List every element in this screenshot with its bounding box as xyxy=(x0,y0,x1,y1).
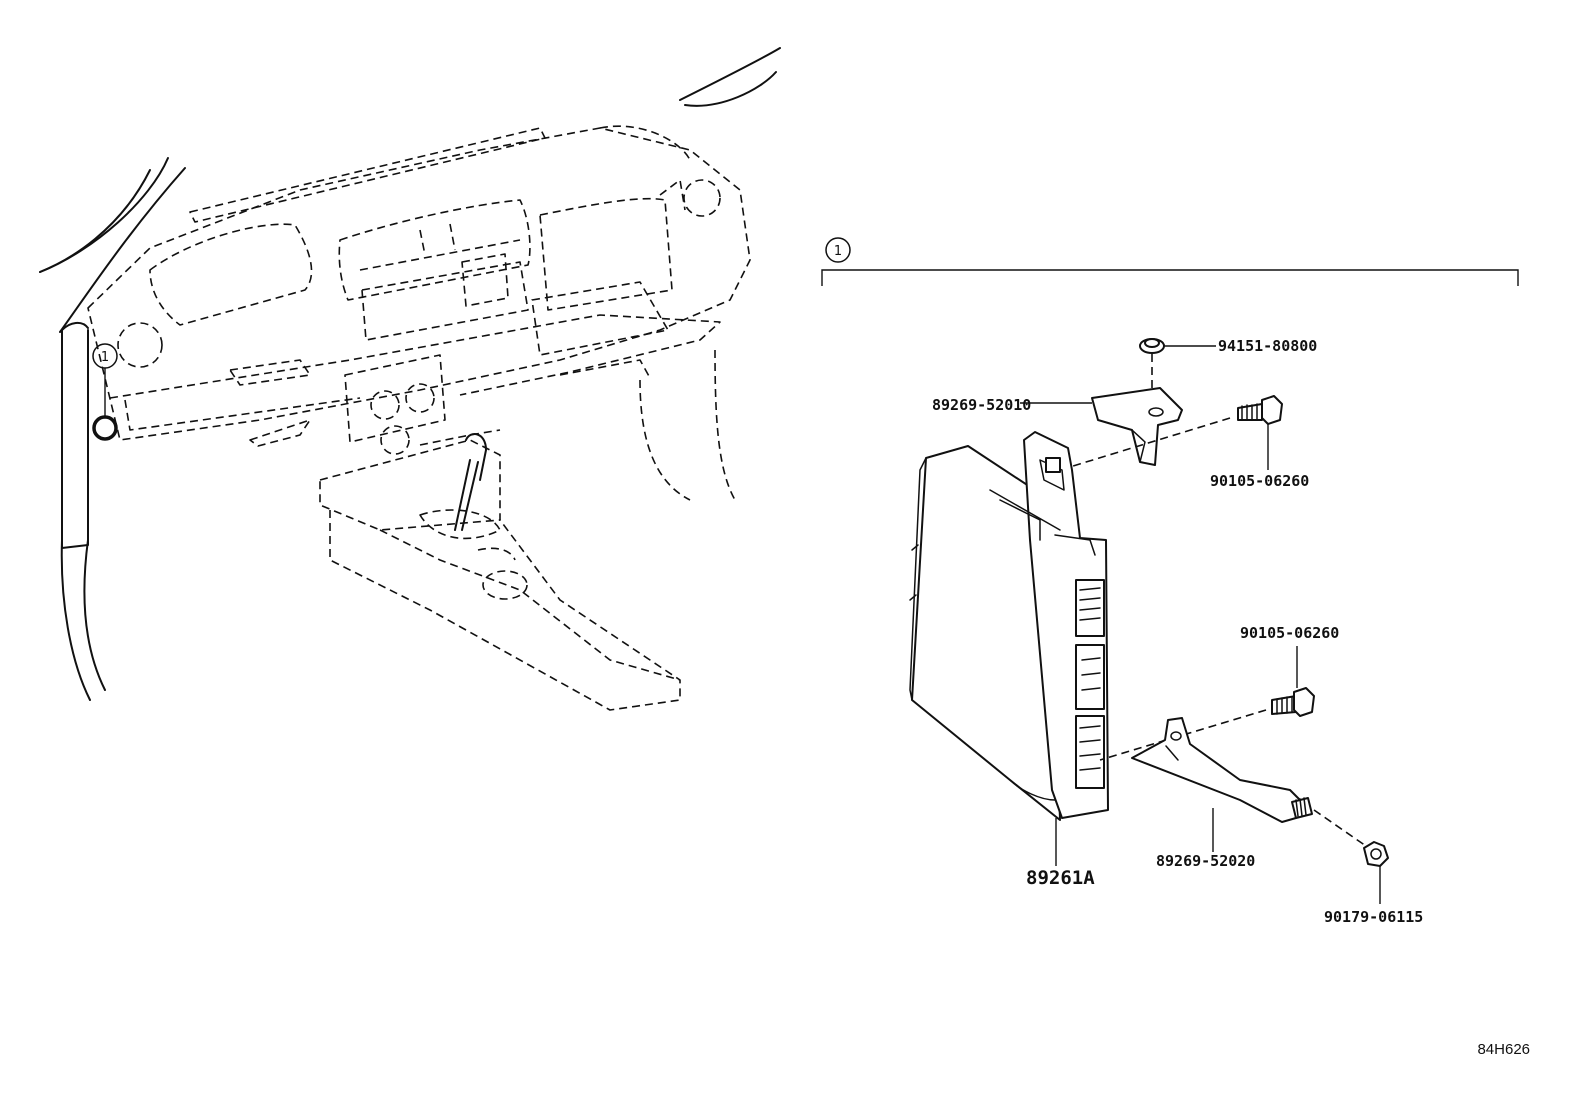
ecu-unit-part xyxy=(909,431,1109,866)
upper-bracket-part xyxy=(1020,387,1183,466)
lower-bolt-part xyxy=(1099,646,1315,761)
nut-part xyxy=(1363,841,1389,904)
dashboard-illustration: 1 xyxy=(39,47,781,711)
callout-marker-right-text: 1 xyxy=(834,244,842,259)
callout-marker-right xyxy=(825,237,851,263)
part-label-clip: 94151-80800 xyxy=(1218,337,1317,355)
ecu-location-marker xyxy=(92,415,118,441)
part-label-lower-bolt: 90105-06260 xyxy=(1240,624,1339,642)
part-label-upper-bolt: 90105-06260 xyxy=(1210,472,1309,490)
upper-bolt-part xyxy=(1059,395,1283,471)
part-label-lower-bracket: 89269-52020 xyxy=(1156,852,1255,870)
part-label-nut: 90179-06115 xyxy=(1324,908,1423,926)
group-bracket-line xyxy=(821,269,1519,286)
part-label-upper-bracket: 89269-52010 xyxy=(932,396,1031,414)
diagram-code: 84H626 xyxy=(1477,1041,1530,1058)
callout-marker-left-text: 1 xyxy=(101,350,109,365)
exploded-view: 1 xyxy=(821,237,1519,904)
part-label-ecu: 89261A xyxy=(1026,867,1095,889)
lower-bracket-part xyxy=(1131,717,1301,852)
